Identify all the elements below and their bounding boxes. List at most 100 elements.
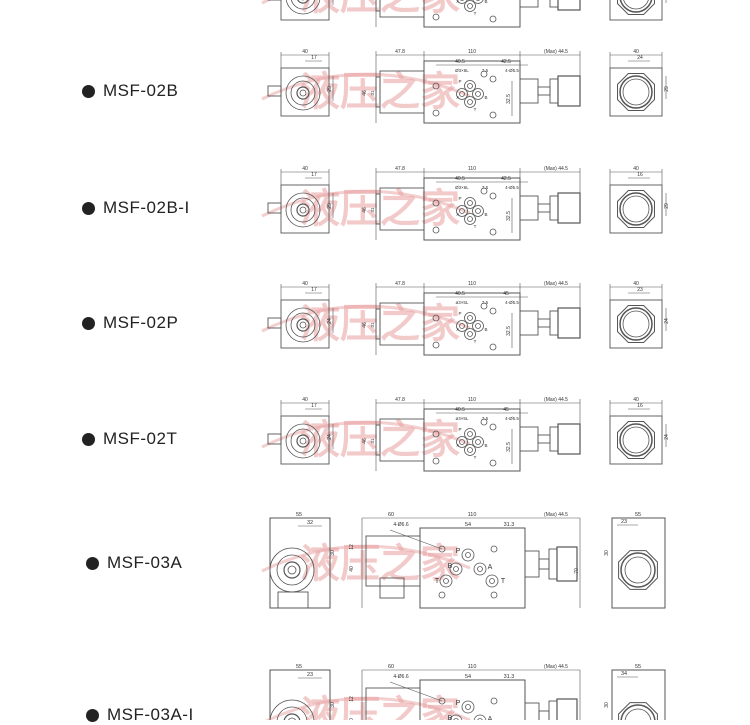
circle-outline (432, 457, 440, 465)
outline (267, 85, 282, 97)
circle-outline (285, 423, 321, 459)
outline (519, 0, 539, 8)
circle-outline (475, 0, 481, 1)
circle-outline (287, 565, 297, 575)
circle-outline (480, 302, 488, 310)
outline (557, 423, 581, 455)
circle-outline (473, 562, 487, 576)
dimension-label: (Max) 44.5 (544, 664, 568, 670)
outline (609, 184, 663, 234)
circle-outline (619, 75, 653, 109)
outline (379, 577, 405, 599)
circle-outline (467, 315, 473, 321)
dimension-label: 7.5 (482, 416, 489, 421)
dimension-label: (Max) 44.5 (544, 166, 568, 172)
hex-nut (618, 702, 658, 720)
circle-outline (432, 341, 440, 349)
dimension-label: P (458, 79, 461, 84)
dimension-label: P (458, 311, 461, 316)
circle-outline (464, 0, 476, 12)
dimension-label: P (456, 700, 461, 707)
circle-outline (299, 437, 307, 445)
dimension-label: 55 (635, 664, 641, 670)
circle-outline (622, 426, 650, 454)
dimension-label: 40.5 (455, 176, 465, 182)
circle-outline (299, 89, 307, 97)
model-label: MSF-02P (82, 313, 178, 333)
dimension-label: (Max) 44.5 (544, 49, 568, 55)
circle-outline (432, 82, 440, 90)
dimension-label: 16 (637, 172, 643, 178)
dimension-label: 40.5 (455, 407, 465, 413)
circle-outline (449, 714, 463, 720)
hex-nut (617, 421, 655, 459)
bullet-icon (86, 556, 99, 570)
outline (609, 0, 663, 21)
watermark-swoosh (261, 544, 471, 573)
circle-outline (283, 561, 301, 579)
dimension-label: 17 (311, 403, 317, 409)
dimension-label: ø3×5L (456, 416, 469, 421)
dimension-label: 29 (327, 203, 333, 209)
model-label: MSF-02B-I (82, 198, 190, 218)
circle-outline (464, 428, 476, 440)
outline (549, 78, 559, 104)
dimension-label: 42.5 (501, 176, 511, 182)
dimension-label: A (456, 443, 459, 448)
dimension-label: 31.3 (504, 674, 515, 680)
outline (519, 195, 539, 221)
circle-outline (489, 15, 497, 23)
outline (277, 591, 309, 609)
dimension-label: 40.5 (455, 59, 465, 65)
model-label: MSF-03A-I (86, 705, 194, 725)
dimension-label: 31 (370, 90, 375, 96)
circle-outline (285, 307, 321, 343)
dimension-label: (Max) 44.5 (544, 512, 568, 518)
circle-outline (464, 80, 476, 92)
circle-outline (472, 0, 484, 4)
outline (537, 318, 551, 328)
circle-outline (432, 430, 440, 438)
dimension-label: 46 (362, 90, 368, 96)
outline (267, 317, 282, 329)
dimension-label: B (484, 95, 487, 100)
dimension-label: 40 (633, 49, 639, 55)
circle-outline (473, 714, 487, 720)
dimension-label: 24 (664, 434, 670, 440)
dimension-label: T (474, 339, 477, 344)
circle-outline (296, 434, 310, 448)
outline (365, 535, 421, 587)
outline (557, 0, 581, 11)
dimension-label: 40 (349, 718, 355, 720)
circle-outline (432, 13, 440, 21)
circle-outline (490, 591, 498, 599)
circle-outline (622, 195, 650, 223)
circle-outline (619, 423, 653, 457)
outline (556, 546, 578, 582)
outline (557, 307, 581, 339)
circle-outline (624, 708, 652, 720)
dimension-label: 4-Ø5.5 (505, 300, 519, 305)
dimension-label: 55 (296, 512, 302, 518)
circle-outline (432, 314, 440, 322)
dimension-label: 47.8 (395, 397, 405, 403)
model-name: MSF-02B (103, 81, 179, 100)
circle-outline (290, 0, 316, 10)
circle-outline (456, 205, 468, 217)
circle-outline (276, 706, 308, 720)
outline (267, 433, 282, 445)
circle-outline (464, 444, 476, 456)
dimension-label: 4-Ø6.6 (393, 674, 409, 680)
circle-outline (443, 578, 449, 584)
circle-outline (432, 226, 440, 234)
outline (548, 548, 558, 580)
dimension-label: 60 (388, 664, 394, 670)
circle-outline (490, 697, 498, 705)
circle-outline (464, 312, 476, 324)
circle-outline (449, 562, 463, 576)
outline (524, 702, 540, 720)
dimension-label: P (458, 196, 461, 201)
